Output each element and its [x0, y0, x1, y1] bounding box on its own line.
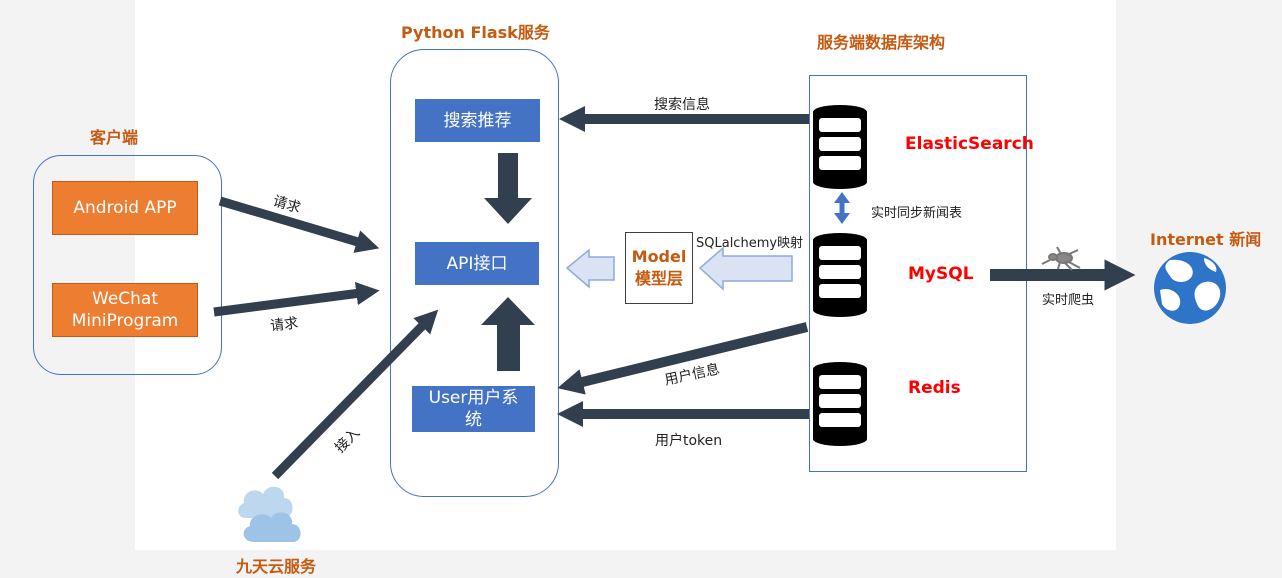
arrow-search-to-api	[484, 153, 532, 224]
hollow-arrow-model-to-api	[565, 248, 615, 289]
mysql-db-icon	[813, 233, 867, 317]
api-interface-box: API接口	[415, 242, 539, 285]
sync-arrow-down	[834, 213, 850, 224]
client-title: 客户端	[90, 128, 139, 147]
mysql-label: MySQL	[908, 264, 974, 284]
arrow-android-to-api	[218, 196, 380, 253]
search-recommend-box: 搜索推荐	[415, 99, 540, 142]
android-app-label: Android APP	[73, 198, 177, 218]
redis-db-icon	[813, 362, 867, 446]
arrow-user-to-api	[481, 297, 535, 371]
cloud-title: 九天云服务	[236, 557, 317, 576]
arrow-mysql-to-user	[557, 322, 809, 395]
api-interface-label: API接口	[446, 253, 508, 274]
wechat-miniprogram-box: WeChat MiniProgram	[52, 283, 198, 337]
bottom-margin	[0, 550, 1282, 578]
internet-title: Internet 新闻	[1150, 230, 1262, 249]
user-system-label-line1: User用户系	[428, 388, 519, 408]
flask-container	[390, 49, 559, 497]
user-system-box: User用户系 统	[412, 386, 535, 432]
server-db-title: 服务端数据库架构	[817, 33, 946, 52]
model-label-line1: Model	[631, 247, 687, 266]
search-info-label: 搜索信息	[654, 97, 710, 113]
flask-title: Python Flask服务	[401, 23, 550, 42]
hollow-arrow-mysql-to-model	[698, 246, 793, 291]
redis-label: Redis	[908, 378, 961, 398]
client-container	[33, 155, 222, 375]
model-layer-box: Model 模型层	[625, 232, 693, 304]
elasticsearch-label: ElasticSearch	[905, 134, 1034, 154]
crawler-label: 实时爬虫	[1042, 293, 1095, 308]
wechat-label-line2: MiniProgram	[71, 311, 179, 331]
search-recommend-label: 搜索推荐	[443, 110, 512, 131]
realtime-sync-label: 实时同步新闻表	[871, 206, 963, 221]
cloud-icon	[238, 486, 301, 542]
arrow-wechat-to-api	[213, 281, 380, 317]
sqlalchemy-label: SQLalchemy映射	[696, 236, 804, 251]
wechat-label-line1: WeChat	[92, 289, 158, 309]
user-token-label: 用户token	[655, 433, 723, 449]
android-app-box: Android APP	[52, 181, 198, 235]
crawler-icon	[1041, 246, 1081, 271]
user-system-label-line2: 统	[465, 410, 482, 430]
request-label-2: 请求	[269, 315, 299, 335]
globe-icon	[1154, 252, 1226, 324]
model-label-line2: 模型层	[634, 269, 683, 288]
elasticsearch-db-icon	[813, 105, 867, 189]
arrow-cloud-to-api	[271, 309, 439, 480]
sync-arrow-up	[834, 192, 850, 203]
